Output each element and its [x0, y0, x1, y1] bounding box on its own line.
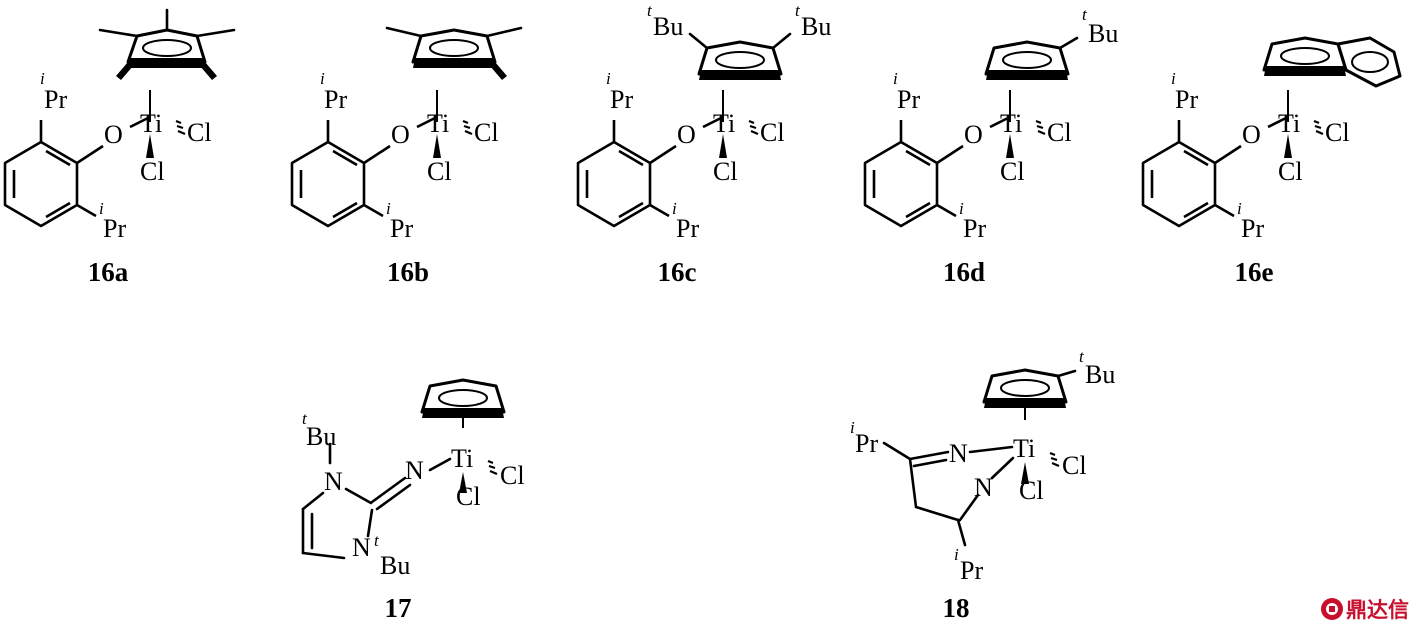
- substituent-prefix: i: [959, 199, 964, 218]
- chloride-atom: Cl: [187, 118, 212, 147]
- substituent-label: Pr: [963, 214, 986, 243]
- nitrogen-atom: N: [352, 533, 371, 562]
- chloride-atom: Cl: [1019, 476, 1044, 505]
- compound-17: t Bu N N Ti Cl Cl N t Bu 17: [301, 378, 525, 623]
- substituent-prefix: i: [386, 199, 391, 218]
- chloride-atom: Cl: [1062, 451, 1087, 480]
- chloride-atom: Cl: [1000, 157, 1025, 186]
- substituent-label: Pr: [676, 214, 699, 243]
- watermark-text: 鼎达信: [1346, 598, 1409, 622]
- oxygen-atom: O: [964, 120, 983, 149]
- substituent-prefix: i: [893, 69, 898, 88]
- chloride-atom: Cl: [456, 482, 481, 511]
- indenyl-ring-icon: [1262, 36, 1402, 88]
- compound-label: 16a: [88, 257, 129, 287]
- nitrogen-atom: N: [405, 456, 424, 485]
- compound-16c: t Bu t Bu O Ti Cl Cl i Pr i Pr 16c: [576, 1, 831, 287]
- compound-label: 17: [385, 593, 412, 623]
- oxygen-atom: O: [1242, 120, 1261, 149]
- compound-16e: O Ti Cl Cl i Pr i Pr 16e: [1141, 36, 1402, 287]
- compound-18: t Bu i Pr N Ti Cl N Cl i Pr 18: [850, 347, 1115, 623]
- dimethylcyclopentadienyl-ring-icon: [385, 26, 523, 82]
- substituent-prefix: i: [40, 69, 45, 88]
- compound-label: 16c: [658, 257, 697, 287]
- substituent-prefix: t: [374, 531, 380, 550]
- oxygen-atom: O: [391, 120, 410, 149]
- nitrogen-atom: N: [949, 439, 968, 468]
- substituent-label: Pr: [1241, 214, 1264, 243]
- ring-substituent-prefix: t: [1082, 5, 1088, 24]
- ring-substituent-label: Bu: [1088, 19, 1118, 48]
- substituent-label: Pr: [610, 85, 633, 114]
- substituent-prefix: i: [606, 69, 611, 88]
- chloride-atom: Cl: [1047, 118, 1072, 147]
- substituent-label: Bu: [306, 422, 336, 451]
- ring-substituent-prefix: t: [647, 1, 653, 20]
- ring-substituent-label: Bu: [1085, 360, 1115, 389]
- substituent-label: Pr: [897, 85, 920, 114]
- pentamethylcyclopentadienyl-ring-icon: [98, 8, 236, 82]
- titanium-atom: Ti: [140, 109, 162, 138]
- substituent-prefix: i: [672, 199, 677, 218]
- titanium-atom: Ti: [1013, 434, 1035, 463]
- titanium-atom: Ti: [427, 109, 449, 138]
- chloride-atom: Cl: [474, 118, 499, 147]
- substituent-label: Pr: [390, 214, 413, 243]
- chloride-atom: Cl: [140, 157, 165, 186]
- di-tert-butylcyclopentadienyl-ring-icon: [697, 40, 783, 82]
- ring-substituent-prefix: t: [1079, 347, 1085, 366]
- compound-16a: O Ti Cl Cl i Pr i Pr 16a: [3, 8, 236, 287]
- substituent-prefix: i: [1171, 69, 1176, 88]
- nitrogen-atom: N: [324, 467, 343, 496]
- compound-label: 16e: [1235, 257, 1274, 287]
- substituent-label: Pr: [103, 214, 126, 243]
- titanium-atom: Ti: [451, 444, 473, 473]
- titanium-atom: Ti: [1278, 109, 1300, 138]
- chloride-atom: Cl: [1325, 118, 1350, 147]
- compound-16b: O Ti Cl Cl i Pr i Pr 16b: [290, 26, 523, 287]
- watermark: 鼎达信: [1321, 598, 1409, 622]
- substituent-label: Pr: [1175, 85, 1198, 114]
- compound-label: 16b: [387, 257, 429, 287]
- titanium-atom: Ti: [1000, 109, 1022, 138]
- substituent-label: Pr: [960, 556, 983, 585]
- substituent-label: Bu: [380, 551, 410, 580]
- watermark-logo-icon: [1321, 598, 1343, 620]
- substituent-prefix: i: [99, 199, 104, 218]
- titanium-atom: Ti: [713, 109, 735, 138]
- compound-label: 18: [943, 593, 970, 623]
- chloride-atom: Cl: [760, 118, 785, 147]
- ring-substituent-label: Bu: [801, 12, 831, 41]
- nitrogen-atom: N: [974, 473, 993, 502]
- chloride-atom: Cl: [427, 157, 452, 186]
- substituent-label: Pr: [324, 85, 347, 114]
- oxygen-atom: O: [104, 120, 123, 149]
- substituent-prefix: t: [302, 409, 308, 428]
- chloride-atom: Cl: [1278, 157, 1303, 186]
- substituent-prefix: i: [954, 545, 959, 564]
- ring-substituent-prefix: t: [795, 1, 801, 20]
- substituent-label: Pr: [855, 429, 878, 458]
- chloride-atom: Cl: [500, 461, 525, 490]
- compound-label: 16d: [943, 257, 985, 287]
- substituent-label: Pr: [44, 85, 67, 114]
- chloride-atom: Cl: [713, 157, 738, 186]
- ring-substituent-label: Bu: [653, 12, 683, 41]
- compound-16d: t Bu O Ti Cl Cl i Pr i Pr 16d: [863, 5, 1118, 287]
- oxygen-atom: O: [677, 120, 696, 149]
- substituent-prefix: i: [320, 69, 325, 88]
- tert-butylcyclopentadienyl-ring-icon: [984, 40, 1070, 82]
- substituent-prefix: i: [1237, 199, 1242, 218]
- substituent-prefix: i: [850, 418, 855, 437]
